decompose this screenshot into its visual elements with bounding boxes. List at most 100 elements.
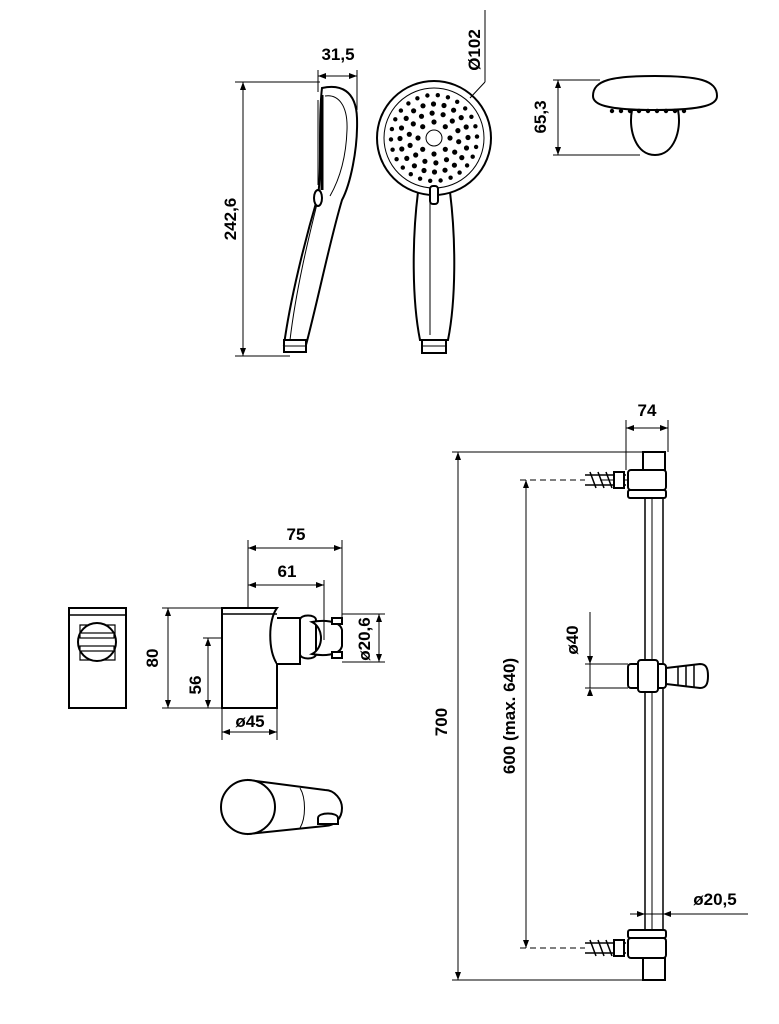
nozzle bbox=[458, 115, 464, 121]
nozzle bbox=[411, 108, 417, 114]
nozzle bbox=[431, 119, 437, 125]
wall-holder-side-view bbox=[221, 607, 343, 709]
dim-bar-slider-diameter: ø40 bbox=[563, 612, 628, 696]
dim-wall-holder-base: ø45 bbox=[221, 708, 278, 740]
nozzle bbox=[440, 112, 446, 118]
nozzle bbox=[407, 142, 413, 148]
dim-label: ø20,6 bbox=[355, 617, 374, 660]
nozzle bbox=[397, 135, 403, 142]
nozzle bbox=[465, 134, 471, 141]
nozzle bbox=[394, 157, 399, 162]
nozzle bbox=[451, 162, 457, 168]
nozzle bbox=[447, 135, 453, 141]
wall-holder-front-view bbox=[68, 607, 127, 709]
nozzle bbox=[627, 108, 633, 114]
nozzle bbox=[636, 108, 642, 114]
nozzle bbox=[463, 145, 470, 151]
nozzle bbox=[420, 124, 426, 130]
nozzle bbox=[451, 107, 457, 113]
nozzle bbox=[413, 152, 419, 158]
handshower-top-view bbox=[591, 74, 719, 157]
nozzle bbox=[654, 108, 660, 114]
nozzle bbox=[442, 167, 448, 173]
dim-label: 31,5 bbox=[321, 45, 354, 64]
nozzle bbox=[681, 108, 687, 114]
nozzle bbox=[464, 163, 470, 168]
nozzle bbox=[388, 137, 394, 142]
nozzle bbox=[411, 163, 417, 169]
top-view-nozzles bbox=[609, 108, 687, 114]
nozzle bbox=[474, 134, 480, 139]
nozzle bbox=[463, 124, 469, 130]
nozzle bbox=[663, 108, 669, 114]
wall-holder-top-view bbox=[220, 778, 344, 836]
dim-label: 700 bbox=[432, 708, 451, 736]
dim-label: 61 bbox=[278, 562, 297, 581]
nozzle bbox=[456, 139, 462, 145]
nozzle bbox=[421, 167, 427, 174]
nozzle bbox=[393, 117, 398, 122]
nozzle bbox=[473, 144, 479, 150]
nozzle bbox=[406, 131, 412, 137]
dim-label: Ø102 bbox=[465, 29, 484, 71]
nozzle bbox=[429, 110, 435, 116]
nozzle bbox=[469, 114, 474, 120]
dim-handshower-diameter: Ø102 bbox=[465, 10, 486, 99]
nozzle bbox=[442, 124, 448, 130]
nozzle bbox=[406, 101, 411, 106]
nozzle bbox=[473, 124, 478, 129]
nozzle bbox=[431, 169, 438, 175]
dim-label: 80 bbox=[143, 649, 162, 668]
nozzle bbox=[435, 93, 440, 98]
bottom-bracket bbox=[585, 929, 667, 981]
dim-label: 56 bbox=[186, 676, 205, 695]
nozzle bbox=[420, 146, 426, 152]
dim-bar-fixing-distance: 600 (max. 640) bbox=[500, 479, 585, 949]
nozzle bbox=[410, 121, 416, 127]
nozzle bbox=[442, 146, 448, 152]
dim-wall-holder-inner-depth: 61 bbox=[247, 562, 325, 640]
nozzle bbox=[428, 178, 433, 183]
nozzle bbox=[463, 106, 468, 111]
nozzle bbox=[408, 172, 413, 177]
nozzle bbox=[470, 154, 475, 159]
dim-handshower-length: 242,6 bbox=[221, 81, 320, 357]
dim-wall-holder-inner-height: 56 bbox=[186, 637, 222, 709]
nozzle bbox=[618, 108, 624, 114]
nozzle bbox=[398, 108, 404, 113]
nozzle bbox=[422, 158, 428, 164]
dim-label: ø45 bbox=[235, 712, 264, 731]
nozzle bbox=[390, 147, 395, 152]
nozzle bbox=[404, 155, 410, 161]
nozzle bbox=[457, 170, 462, 175]
nozzle bbox=[455, 99, 460, 105]
nozzle bbox=[418, 113, 425, 119]
dim-label: 75 bbox=[287, 525, 306, 544]
slide-bar bbox=[585, 451, 710, 981]
dim-label: 74 bbox=[638, 401, 657, 420]
nozzle bbox=[459, 155, 465, 161]
dim-handshower-depth: 65,3 bbox=[531, 79, 640, 156]
dim-label: ø40 bbox=[563, 625, 582, 654]
nozzle bbox=[452, 149, 458, 155]
nozzle bbox=[672, 108, 678, 114]
nozzle bbox=[420, 103, 426, 109]
nozzle bbox=[389, 126, 395, 132]
handshower-side-view bbox=[282, 85, 359, 353]
nozzle bbox=[438, 178, 443, 183]
nozzle bbox=[448, 175, 453, 180]
nozzle bbox=[415, 96, 420, 101]
dim-label: 600 (max. 640) bbox=[500, 658, 519, 774]
dim-wall-holder-hole: ø20,6 bbox=[342, 613, 385, 663]
nozzle bbox=[445, 95, 451, 100]
dim-label: 65,3 bbox=[531, 100, 550, 133]
handshower-front-view bbox=[376, 80, 492, 354]
nozzle bbox=[430, 101, 437, 107]
nozzle bbox=[449, 118, 455, 124]
dim-bar-rod-diameter: ø20,5 bbox=[630, 890, 748, 917]
nozzle bbox=[425, 93, 430, 98]
nozzle bbox=[417, 176, 423, 181]
nozzle bbox=[441, 102, 447, 109]
nozzle bbox=[415, 135, 421, 141]
